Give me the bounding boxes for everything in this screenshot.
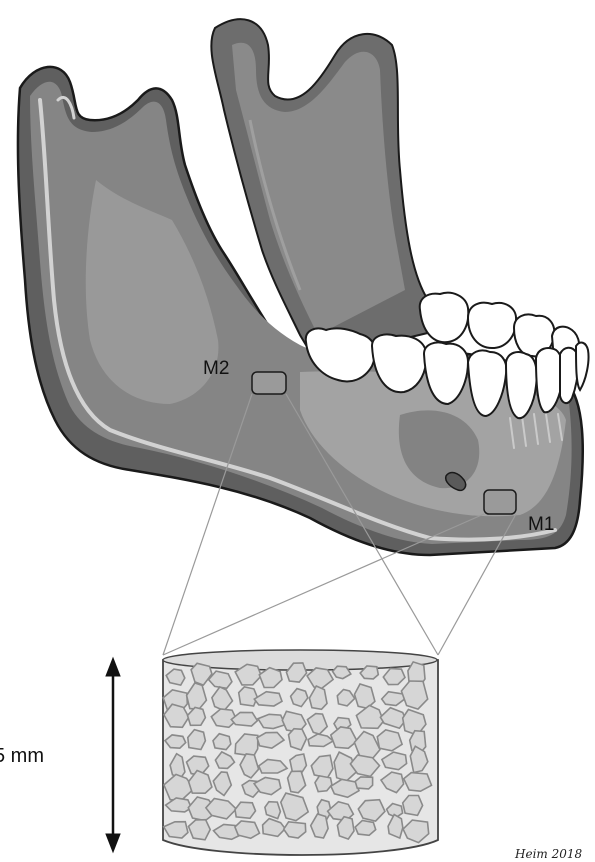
artist-signature: Heim 2018 bbox=[514, 847, 583, 861]
trabecular-cell bbox=[258, 714, 285, 728]
trabecular-cell bbox=[355, 684, 375, 708]
site-m2-marker bbox=[252, 372, 286, 394]
trabecular-cell bbox=[355, 777, 372, 789]
trabecular-cell bbox=[239, 687, 258, 706]
trabecular-cell bbox=[235, 802, 256, 818]
scale-bar bbox=[106, 658, 120, 852]
scale-label: 5 mm bbox=[0, 745, 44, 767]
site-m1-marker bbox=[484, 490, 516, 514]
trabecular-cell bbox=[403, 796, 423, 816]
label-m2: M2 bbox=[203, 358, 229, 379]
trabecular-cell bbox=[235, 821, 260, 838]
trabecular-cylinder bbox=[163, 650, 438, 855]
label-m1: M1 bbox=[528, 514, 554, 535]
trabecular-cell bbox=[404, 773, 432, 792]
